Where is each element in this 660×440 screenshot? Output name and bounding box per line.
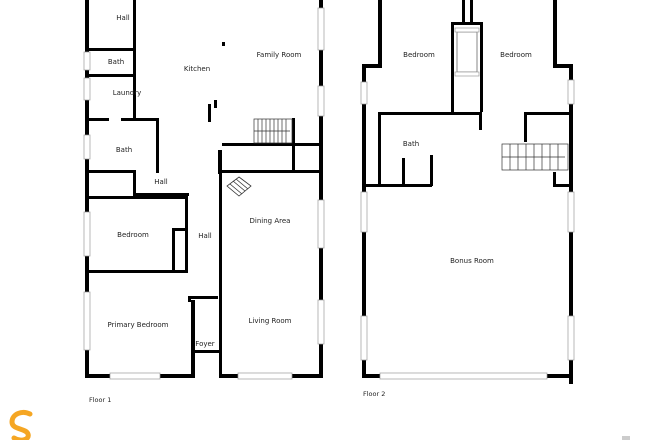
room-label-kitchen: Kitchen — [184, 65, 210, 73]
room-label-living-room: Living Room — [249, 317, 292, 325]
room-label-primary-bedroom: Primary Bedroom — [108, 321, 169, 329]
room-label-bonus-room: Bonus Room — [450, 257, 494, 265]
room-label-foyer: Foyer — [195, 340, 215, 348]
room-label-bath-up: Bath — [403, 140, 419, 148]
fireplace-icon — [226, 176, 252, 197]
corner-mark — [622, 436, 630, 440]
stairs-icon — [253, 118, 293, 144]
room-label-bedroom-left: Bedroom — [403, 51, 435, 59]
floor-2-plan: Bedroom Bedroom Bath Bonus Room Floor 2 — [360, 0, 575, 398]
room-label-hall-side: Hall — [198, 232, 211, 240]
stairs-icon — [501, 143, 569, 171]
room-label-laundry: Laundry — [113, 89, 142, 97]
logo-icon — [9, 409, 33, 440]
room-label-bath-1: Bath — [108, 58, 124, 66]
room-label-bedroom-right: Bedroom — [500, 51, 532, 59]
floor-1-plan: Hall Bath Laundry Kitchen Family Room Ba… — [83, 0, 325, 404]
room-label-hall-mid: Hall — [154, 178, 167, 186]
room-label-hall-top: Hall — [116, 14, 129, 22]
floor-1-label: Floor 1 — [89, 396, 111, 404]
room-label-bath-2: Bath — [116, 146, 132, 154]
room-label-bedroom: Bedroom — [117, 231, 149, 239]
room-label-dining-area: Dining Area — [250, 217, 291, 225]
floor-2-label: Floor 2 — [363, 390, 385, 398]
room-label-family-room: Family Room — [257, 51, 302, 59]
